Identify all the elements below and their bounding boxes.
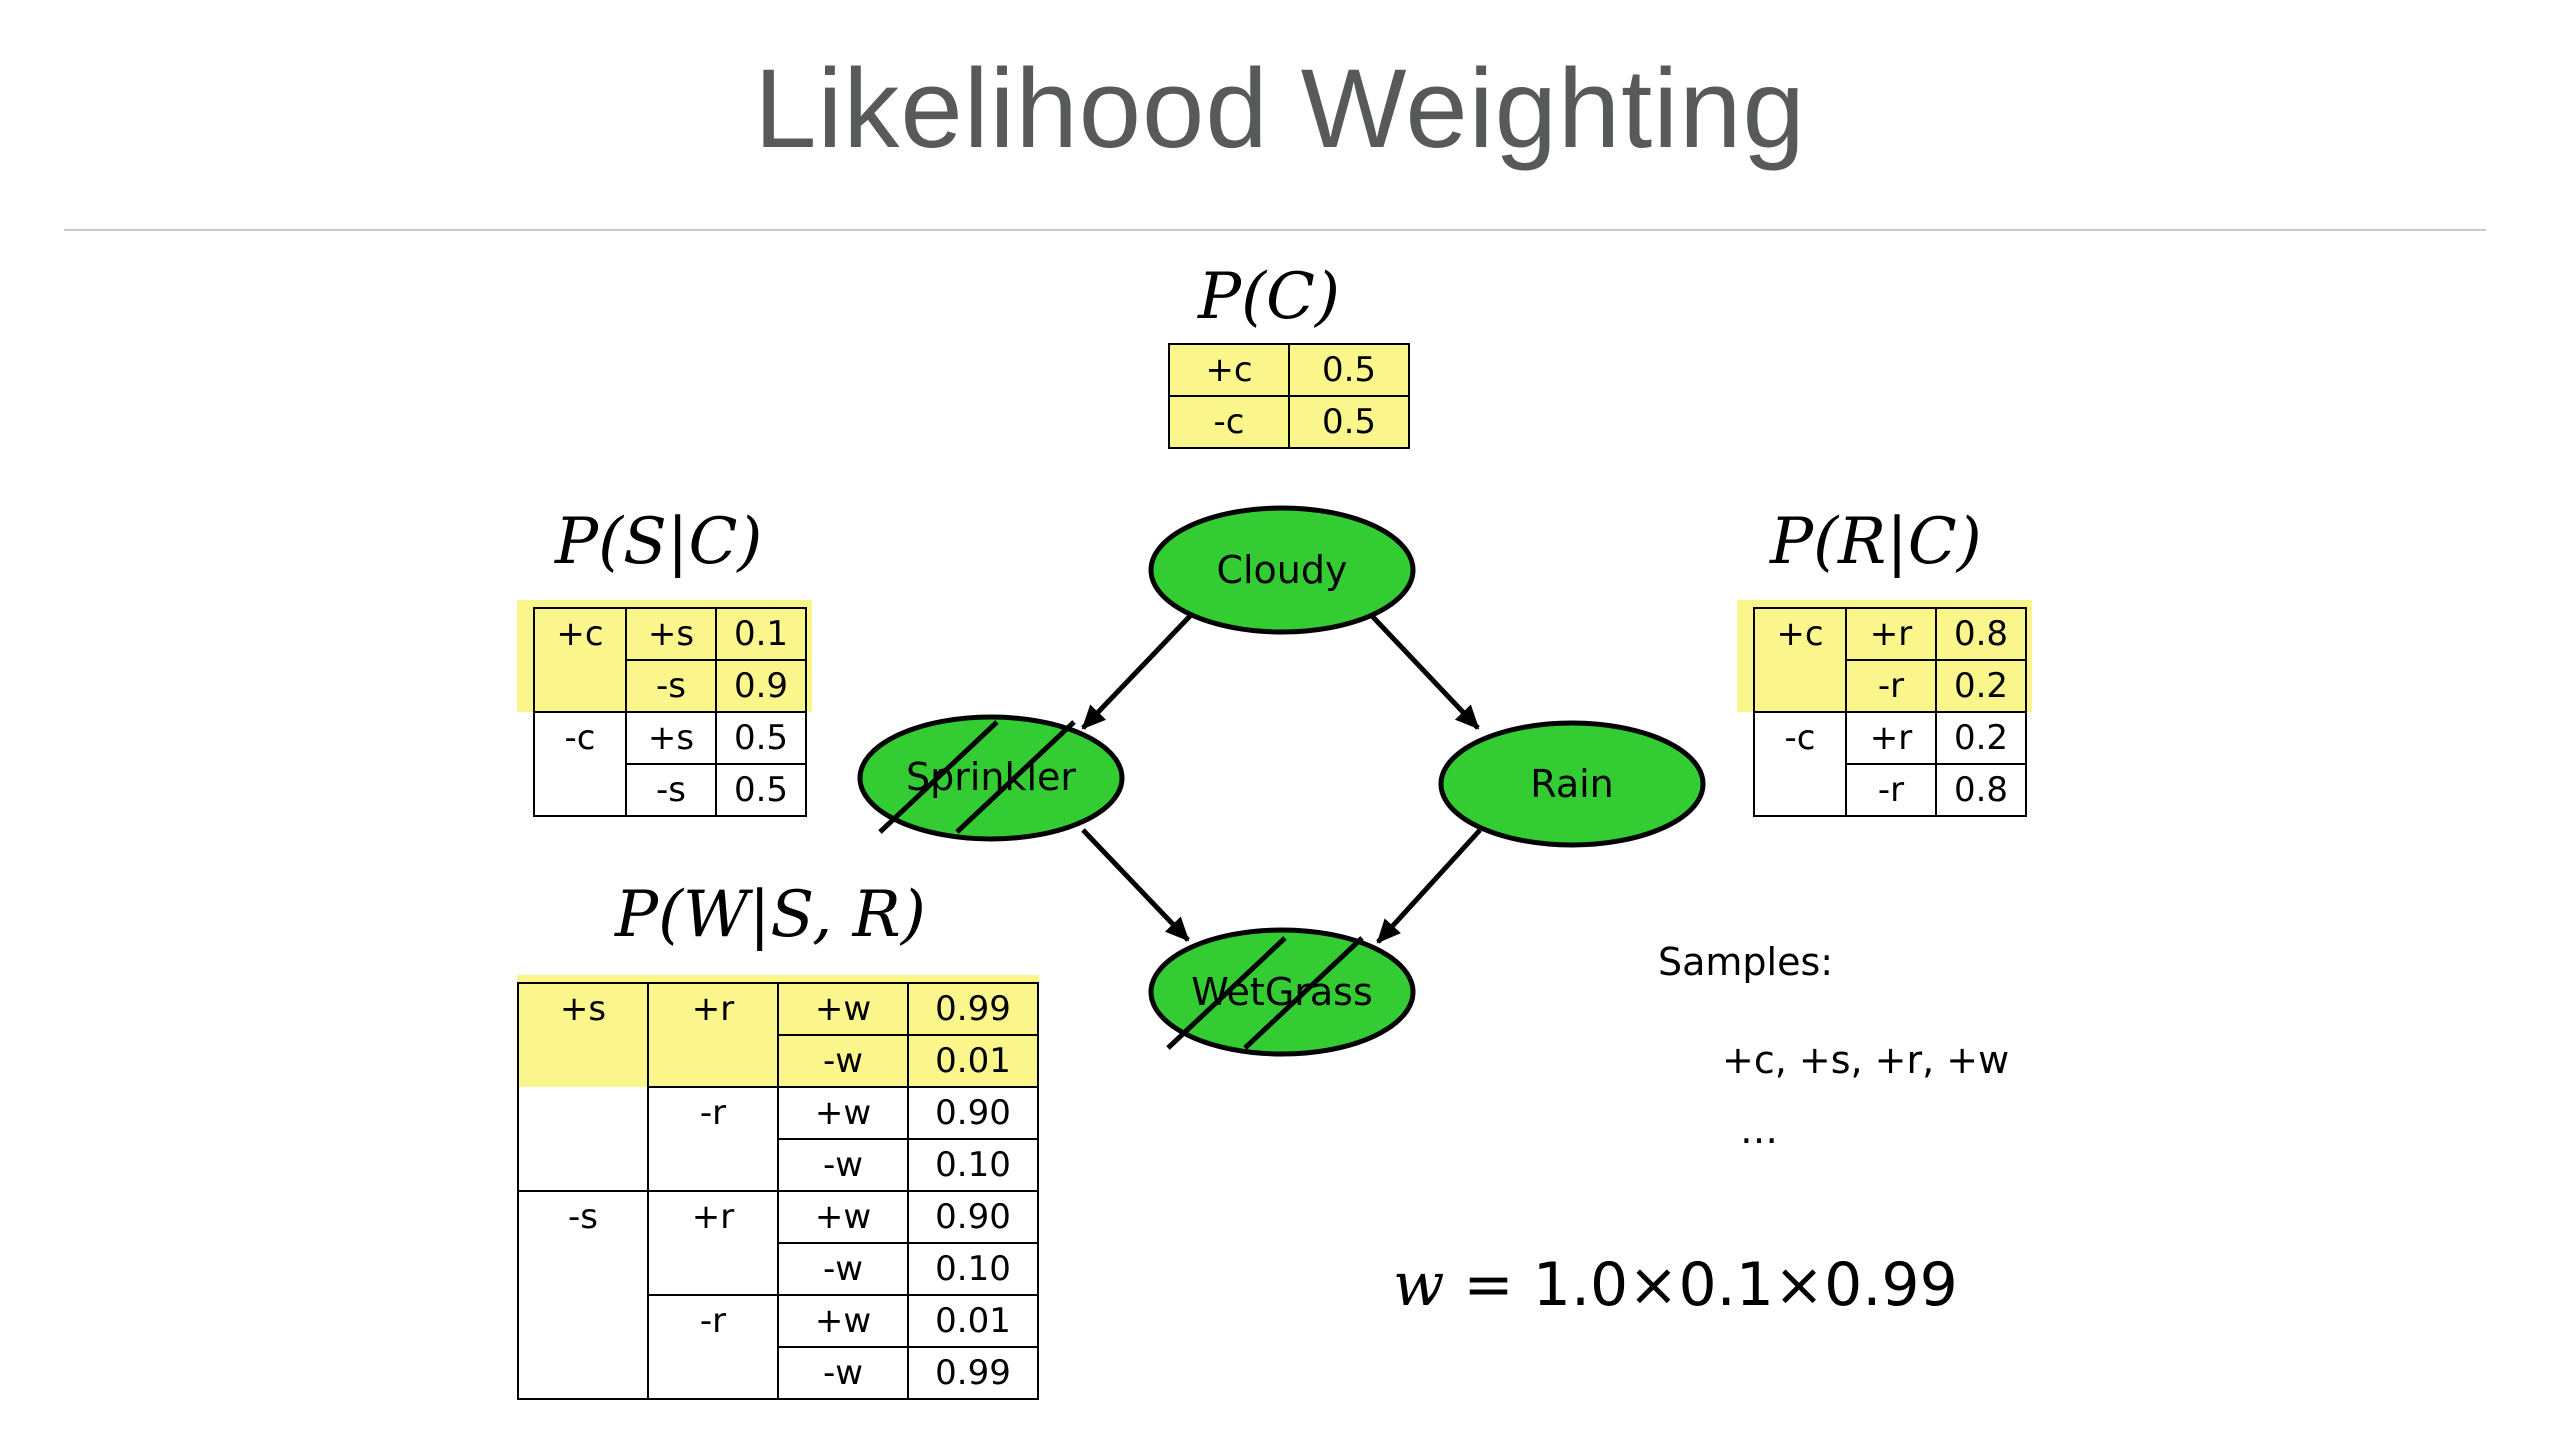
cpt-cell: +r [647, 1190, 779, 1243]
cpt-cell: -w [777, 1138, 909, 1192]
evidence-slash [1166, 936, 1287, 1050]
cpt-cell: 0.90 [907, 1086, 1039, 1140]
cpt-cell: 0.1 [715, 607, 807, 661]
cpt-cell: 0.8 [1935, 607, 2027, 661]
node-sprinkler: Sprinkler [857, 714, 1125, 842]
cpt-cell: +s [625, 711, 717, 765]
cpt-cell: -c [533, 711, 627, 764]
node-wetgrass-label: WetGrass [1191, 970, 1373, 1014]
cpt-sc-table: +c +s 0.1 -s 0.9 -c +s 0.5 -s 0.5 [533, 607, 807, 817]
edge-sprinkler-wetgrass [1081, 828, 1190, 942]
cpt-cell: +r [1845, 711, 1937, 765]
cpt-cell: +w [777, 1294, 909, 1348]
cpt-cell: -s [625, 763, 717, 817]
cpt-cell: 0.5 [1288, 343, 1410, 397]
cpt-cell [647, 1243, 779, 1296]
cpt-cell: 0.01 [907, 1034, 1039, 1088]
samples-ellipsis: … [1740, 1108, 1778, 1152]
node-cloudy: Cloudy [1148, 505, 1416, 635]
cpt-cell: 0.2 [1935, 711, 2027, 765]
cpt-cell [517, 1295, 649, 1347]
weight-expression: 1.0×0.1×0.99 [1532, 1250, 1958, 1320]
cpt-cell: -r [1845, 763, 1937, 817]
weight-variable: w [1393, 1250, 1445, 1320]
samples-heading: Samples: [1658, 940, 1834, 984]
cpt-cell: 0.8 [1935, 763, 2027, 817]
cpt-cell: 0.99 [907, 1346, 1039, 1400]
cpt-cell: +r [1845, 607, 1937, 661]
edge-rain-wetgrass [1376, 828, 1482, 944]
node-rain-label: Rain [1530, 762, 1614, 806]
cpt-cell [1753, 764, 1847, 817]
node-rain: Rain [1438, 720, 1706, 848]
cpt-cell: -w [777, 1034, 909, 1088]
edge-cloudy-rain [1370, 614, 1480, 730]
cpt-cell [517, 1035, 649, 1087]
evidence-slash [955, 720, 1076, 834]
cpt-cell [647, 1347, 779, 1400]
cpt-cell: +s [625, 607, 717, 661]
cpt-wsr-table: +s +r +w 0.99 -w 0.01 -r +w 0.90 -w 0.10… [517, 982, 1039, 1400]
cpt-cell: -r [647, 1086, 779, 1139]
cpt-cell: -r [1845, 659, 1937, 713]
cpt-c-table: +c 0.5 -c 0.5 [1168, 343, 1410, 449]
cpt-cell [517, 1347, 649, 1400]
cpt-cell: +c [533, 607, 627, 660]
slide-title: Likelihood Weighting [754, 46, 1806, 171]
cpt-cell [1753, 660, 1847, 713]
cpt-rc-label: P(R|C) [1770, 505, 1982, 579]
cpt-cell [517, 1243, 649, 1295]
cpt-cell: -w [777, 1346, 909, 1400]
evidence-slash [878, 720, 999, 834]
weight-equals: = [1444, 1250, 1533, 1320]
cpt-cell [647, 1035, 779, 1088]
cpt-cell: +c [1753, 607, 1847, 660]
sample-item: +c, +s, +r, +w [1722, 1038, 2010, 1082]
cpt-rc-table: +c +r 0.8 -r 0.2 -c +r 0.2 -r 0.8 [1753, 607, 2027, 817]
cpt-cell: 0.5 [715, 763, 807, 817]
cpt-cell: 0.10 [907, 1242, 1039, 1296]
cpt-cell: 0.90 [907, 1190, 1039, 1244]
cpt-sc-label: P(S|C) [555, 505, 763, 579]
cpt-cell: -c [1168, 395, 1290, 449]
node-wetgrass: WetGrass [1148, 927, 1416, 1057]
cpt-cell: +w [777, 1190, 909, 1244]
title-divider [64, 229, 2486, 231]
cpt-cell: 0.5 [715, 711, 807, 765]
cpt-cell: 0.5 [1288, 395, 1410, 449]
cpt-cell: -w [777, 1242, 909, 1296]
cpt-cell: -c [1753, 711, 1847, 764]
cpt-cell: +c [1168, 343, 1290, 397]
cpt-c-label: P(C) [1198, 260, 1340, 334]
cpt-cell [517, 1087, 649, 1139]
node-sprinkler-label: Sprinkler [906, 755, 1076, 799]
cpt-cell: +s [517, 982, 649, 1035]
cpt-cell [647, 1139, 779, 1192]
cpt-cell: +r [647, 982, 779, 1035]
cpt-cell: 0.2 [1935, 659, 2027, 713]
cpt-cell: -s [517, 1190, 649, 1243]
cpt-cell: 0.9 [715, 659, 807, 713]
edge-cloudy-sprinkler [1081, 614, 1192, 730]
weight-formula: w = 1.0×0.1×0.99 [1393, 1250, 1958, 1320]
cpt-cell [533, 660, 627, 713]
cpt-wsr-label: P(W|S, R) [615, 878, 926, 952]
cpt-cell: 0.10 [907, 1138, 1039, 1192]
cpt-cell: +w [777, 982, 909, 1036]
cpt-cell [517, 1139, 649, 1192]
node-cloudy-label: Cloudy [1216, 548, 1347, 592]
cpt-cell: 0.99 [907, 982, 1039, 1036]
cpt-cell [533, 764, 627, 817]
cpt-cell: -s [625, 659, 717, 713]
cpt-cell: +w [777, 1086, 909, 1140]
cpt-cell: -r [647, 1294, 779, 1347]
cpt-cell: 0.01 [907, 1294, 1039, 1348]
evidence-slash [1243, 936, 1364, 1050]
